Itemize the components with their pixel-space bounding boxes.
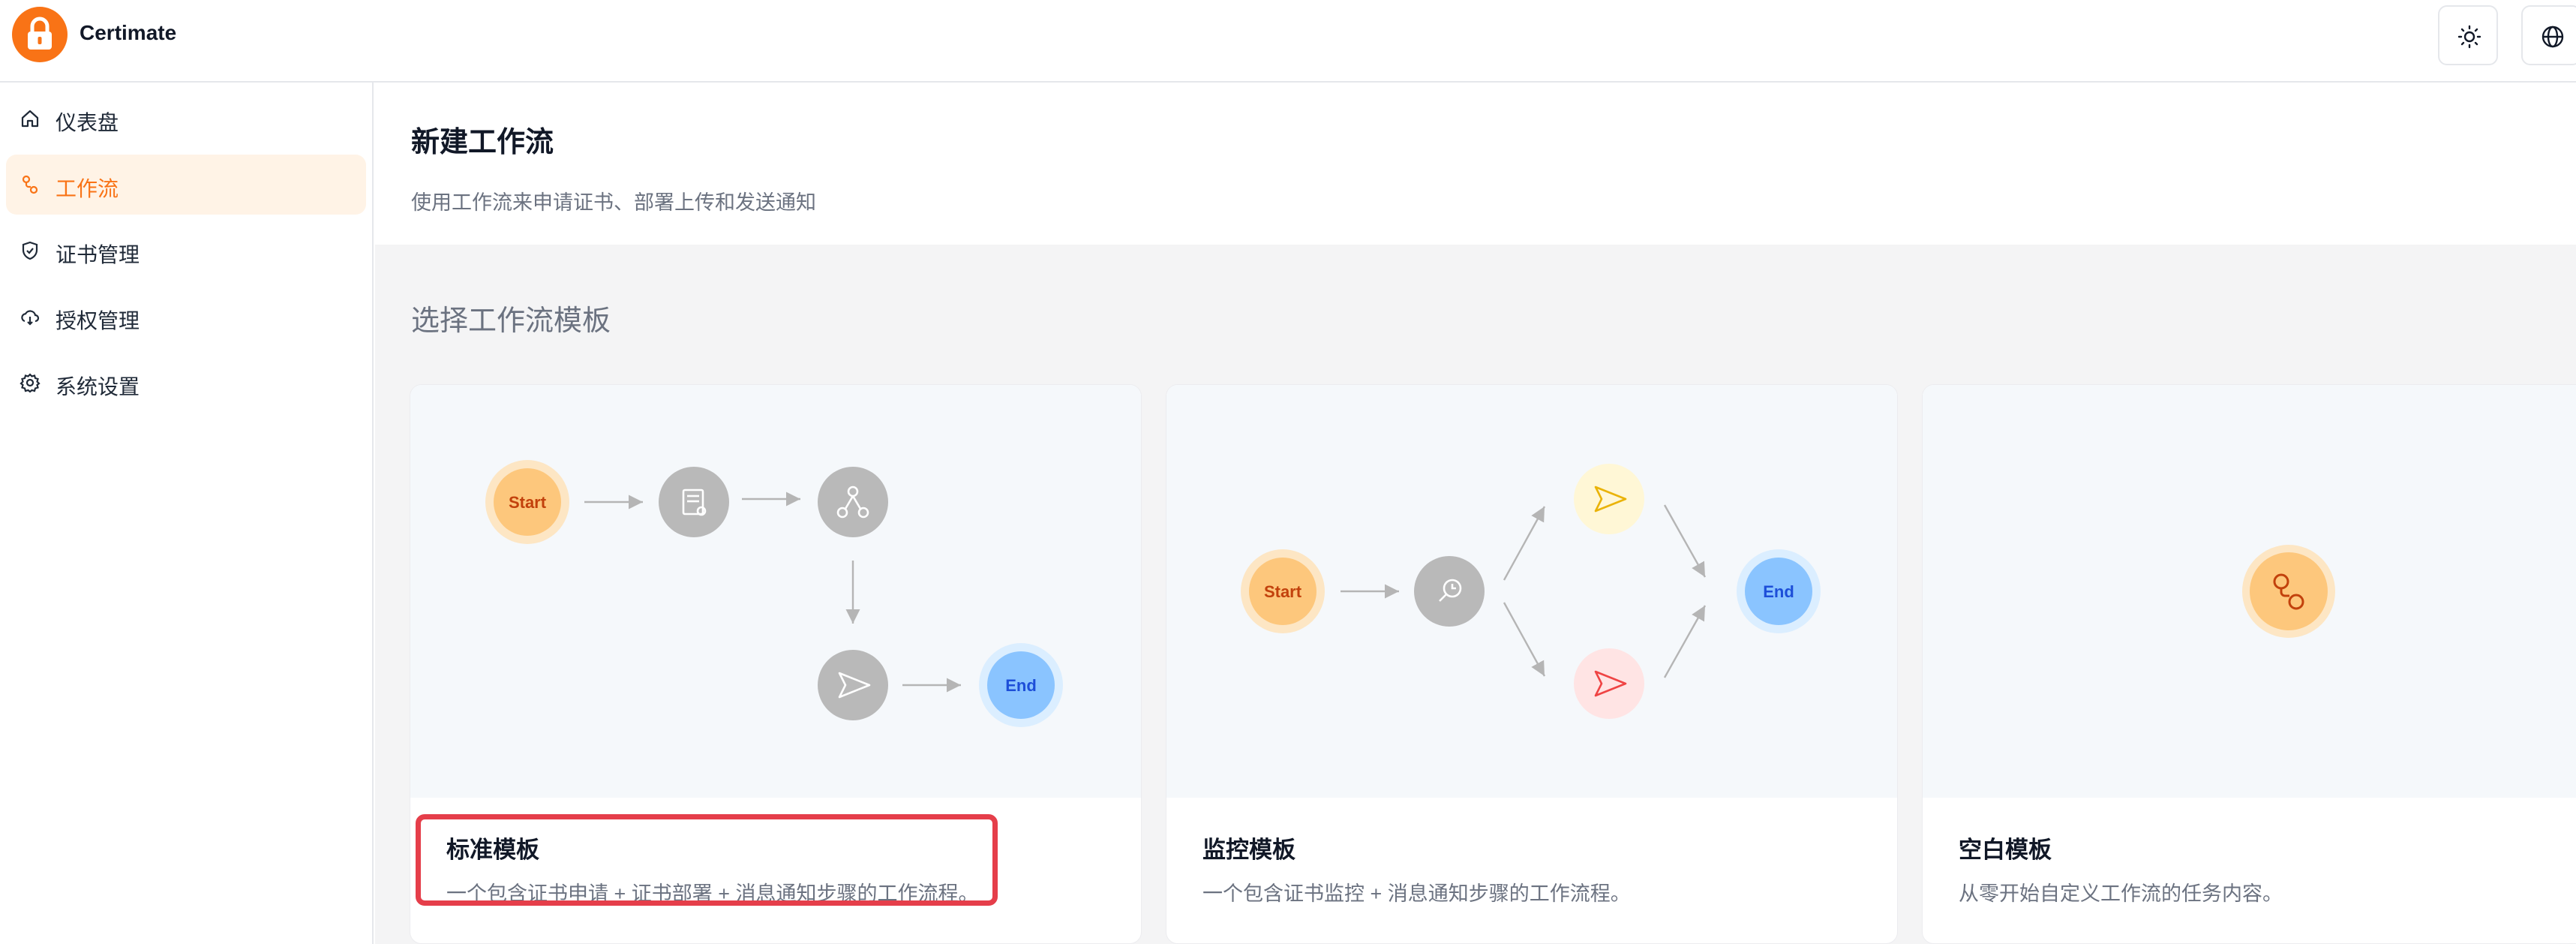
start-label: Start (1264, 582, 1302, 601)
deploy-node (818, 467, 888, 537)
end-node: End (1737, 549, 1821, 633)
top-bar: Certimate (0, 0, 2576, 83)
template-preview: Start (1166, 385, 1897, 798)
sidebar-item-label: 仪表盘 (56, 111, 119, 134)
template-title: 空白模板 (1959, 837, 2052, 863)
flow-arrow (1663, 504, 1707, 578)
start-node: Start (1241, 549, 1325, 633)
sidebar-item-workflow[interactable]: 工作流 (6, 155, 366, 215)
sidebar-item-label: 系统设置 (56, 375, 140, 398)
template-preview (1923, 385, 2576, 798)
monitor-flow-diagram: Start (1241, 464, 1821, 719)
language-button[interactable] (2521, 5, 2576, 65)
end-label: End (1005, 676, 1037, 695)
end-node: End (979, 643, 1063, 727)
globe-icon (2541, 26, 2564, 48)
flow-arrow (1503, 602, 1546, 677)
sidebar-item-label: 工作流 (56, 177, 119, 200)
sidebar-item-dashboard[interactable]: 仪表盘 (6, 89, 366, 149)
sun-icon (2457, 25, 2481, 49)
start-label: Start (509, 493, 547, 512)
end-label: End (1763, 582, 1794, 601)
page-subtitle: 使用工作流来申请证书、部署上传和发送通知 (411, 191, 816, 214)
monitor-node (1414, 556, 1485, 627)
notify-success-node (1574, 464, 1644, 534)
notify-node (818, 650, 888, 720)
brand-name: Certimate (80, 21, 177, 44)
template-description: 一个包含证书申请 + 证书部署 + 消息通知步骤的工作流程。 (446, 882, 979, 905)
template-section: 选择工作流模板 Start (375, 245, 2576, 944)
sidebar-item-certificates[interactable]: 证书管理 (6, 221, 366, 281)
magnifier-icon (1439, 579, 1462, 602)
page-title: 新建工作流 (411, 127, 554, 158)
blank-flow-diagram (2242, 545, 2335, 638)
template-description: 一个包含证书监控 + 消息通知步骤的工作流程。 (1202, 882, 1631, 905)
template-card-blank[interactable]: 空白模板 从零开始自定义工作流的任务内容。 (1922, 384, 2576, 944)
workflow-icon (22, 175, 38, 194)
workflow-icon (2273, 573, 2304, 610)
start-node: Start (485, 460, 569, 544)
template-title: 监控模板 (1202, 837, 1296, 863)
flow-arrow (1503, 506, 1546, 581)
template-preview: Start (410, 385, 1141, 798)
blank-node (2242, 545, 2335, 638)
shield-check-icon (22, 241, 38, 260)
template-card-monitor[interactable]: Start (1166, 384, 1898, 944)
lock-icon (28, 17, 52, 50)
standard-flow-diagram: Start (485, 460, 1063, 727)
send-icon (838, 672, 871, 699)
theme-toggle-button[interactable] (2438, 5, 2498, 65)
page-header: 新建工作流 使用工作流来申请证书、部署上传和发送通知 (375, 84, 2576, 245)
sidebar-item-label: 证书管理 (56, 243, 140, 266)
certificate-icon (682, 489, 707, 516)
gear-icon (20, 373, 41, 393)
section-title: 选择工作流模板 (411, 305, 611, 337)
template-title: 标准模板 (446, 837, 539, 863)
notify-failure-node (1574, 648, 1644, 719)
sidebar-item-settings[interactable]: 系统设置 (6, 353, 366, 413)
key-cloud-icon (21, 310, 40, 326)
home-icon (21, 110, 39, 128)
deploy-icon (836, 486, 869, 519)
app-logo[interactable] (12, 7, 68, 62)
flow-arrow (1663, 605, 1707, 678)
sidebar: 仪表盘 工作流 证书管理 授权管理 (0, 83, 374, 944)
template-description: 从零开始自定义工作流的任务内容。 (1959, 882, 2283, 905)
send-icon (1594, 486, 1627, 513)
template-card-standard[interactable]: Start (410, 384, 1142, 944)
apply-certificate-node (659, 467, 729, 537)
sidebar-item-access[interactable]: 授权管理 (6, 287, 366, 347)
sidebar-item-label: 授权管理 (56, 309, 140, 332)
send-icon (1594, 670, 1627, 697)
